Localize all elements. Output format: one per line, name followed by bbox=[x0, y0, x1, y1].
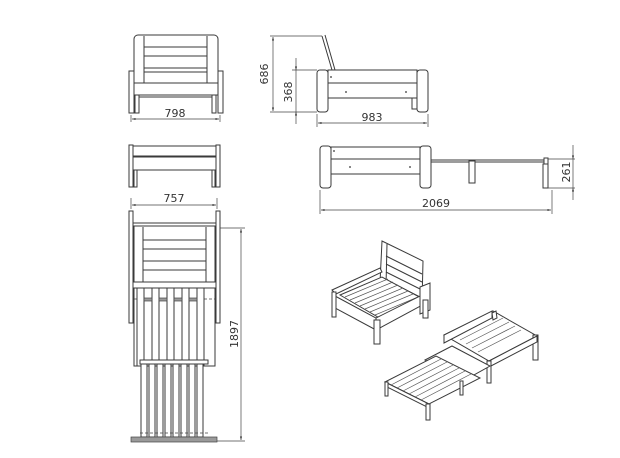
top-view-extended: 757 bbox=[128, 192, 245, 443]
iso-chair bbox=[331, 240, 431, 345]
side-width-label: 983 bbox=[362, 111, 383, 124]
seat-height-label: 368 bbox=[282, 82, 295, 103]
top-width-label: 757 bbox=[164, 192, 185, 205]
extended-top-length-label: 1897 bbox=[228, 320, 241, 348]
top-view-closed bbox=[128, 144, 221, 188]
extended-height-label: 261 bbox=[560, 162, 573, 183]
side-view: 686 368 983 bbox=[258, 34, 429, 127]
side-height-label: 686 bbox=[258, 64, 271, 85]
front-width-label: 798 bbox=[165, 107, 186, 120]
iso-bed bbox=[383, 310, 539, 421]
front-view: 798 bbox=[128, 34, 224, 122]
side-view-extended: 261 2069 bbox=[319, 145, 575, 214]
extended-length-label: 2069 bbox=[422, 197, 450, 210]
